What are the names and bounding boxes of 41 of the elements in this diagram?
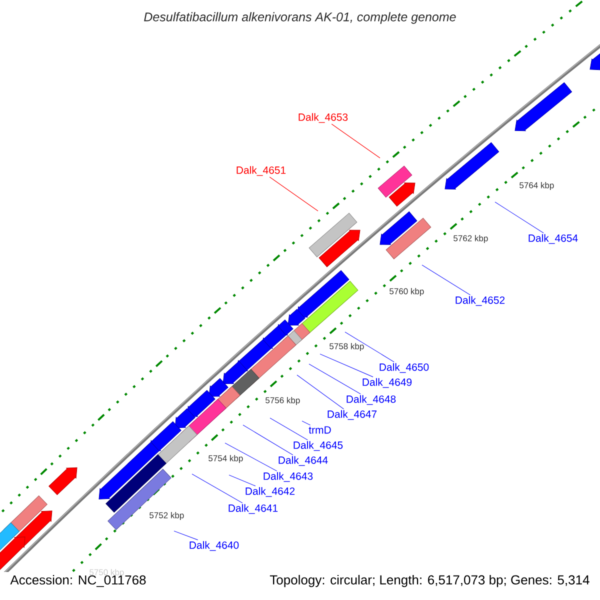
gene-label: Dalk_4649 (362, 378, 412, 388)
gene-label: Dalk_4648 (346, 395, 396, 405)
leader-line (224, 442, 278, 472)
gene-label: Dalk_4654 (528, 234, 578, 244)
leader-line (494, 202, 544, 234)
leader-line (320, 354, 374, 378)
gene-label: Dalk_4651 (236, 166, 286, 176)
leader-line (296, 374, 344, 410)
leader-line (422, 264, 471, 296)
scale-label: 5750 kbp (90, 569, 124, 577)
leader-line (270, 418, 308, 440)
genome-info-text: Topology: circular; Length: 6,517,073 bp; Genes: 5,314 (270, 574, 590, 588)
leader-line (344, 332, 394, 362)
gene-label: Dalk_4641 (228, 504, 278, 514)
title: Desulfatibacillum alkenivorans AK-01, complete genome (144, 12, 456, 24)
gene-label: Dalk_4644 (278, 456, 328, 466)
scale-label: 5752 kbp (150, 512, 184, 520)
leader-line (308, 364, 361, 394)
scale-label: 5762 kbp (454, 235, 488, 243)
gene-label: Dalk_4650 (380, 363, 429, 373)
scale-label: 5758 kbp (330, 343, 364, 351)
leader-line (192, 474, 243, 504)
leader-line (269, 176, 318, 212)
leader-line (174, 530, 198, 540)
gene-label: Dalk_4645 (294, 441, 343, 451)
gene-label: Dalk_4653 (298, 113, 348, 123)
scale-label: 5754 kbp (208, 455, 243, 463)
gene-label: Dalk_4640 (190, 541, 239, 551)
scale-label: 5760 kbp (390, 288, 424, 296)
leader-line (228, 474, 256, 486)
leader-line (242, 424, 294, 456)
leader-line (331, 124, 380, 158)
gene-label: trmD (308, 426, 331, 434)
accession-text: Accession: NC_011768 (10, 575, 146, 588)
leader-line (302, 420, 311, 426)
scale-label: 5756 kbp (266, 397, 300, 405)
gene-label: Dalk_4643 (264, 472, 313, 482)
gene-label: Dalk_4647 (328, 410, 377, 420)
scale-label: 5764 kbp (520, 182, 554, 190)
gene-label: Dalk_4652 (456, 296, 505, 306)
gene-label: Dalk_4642 (246, 487, 295, 497)
